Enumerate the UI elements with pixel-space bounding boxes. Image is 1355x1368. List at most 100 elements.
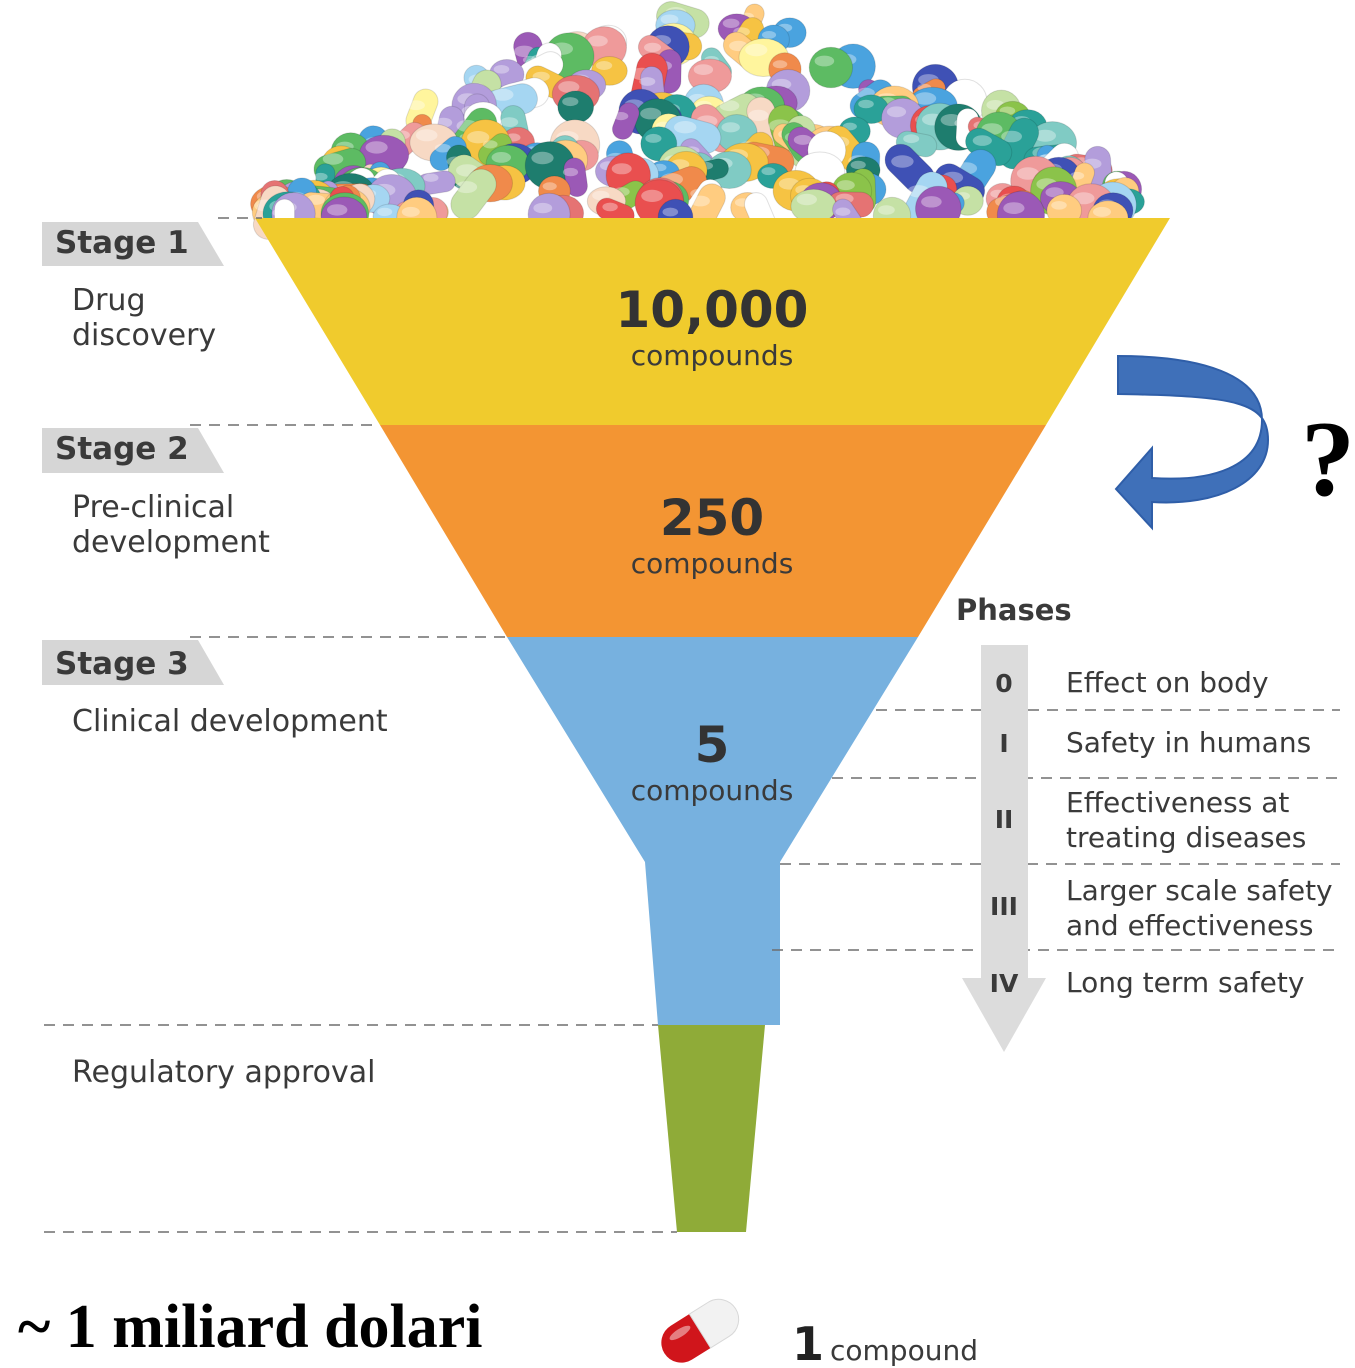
pill-highlight — [407, 100, 425, 111]
pill-highlight — [1016, 167, 1040, 180]
pill-highlight — [533, 202, 553, 214]
pill-highlight — [660, 14, 679, 25]
pill-highlight — [592, 190, 610, 201]
pill-highlight — [1093, 206, 1111, 217]
pill-highlight — [761, 167, 776, 176]
phase-0-number: 0 — [995, 669, 1012, 698]
pill-highlight — [611, 163, 632, 175]
pill-highlight — [850, 160, 866, 170]
phase-2-description-line-2: treating diseases — [1066, 821, 1306, 854]
pill-highlight — [542, 182, 557, 191]
pill-highlight — [719, 100, 740, 112]
stage-1-tag-label: Stage 1 — [55, 225, 189, 261]
pill — [557, 90, 595, 124]
stage-2-description-line-2: development — [72, 525, 270, 560]
stage-3-tag: Stage 3 — [42, 640, 224, 685]
pill-highlight — [1034, 129, 1056, 142]
pill-highlight — [525, 58, 544, 69]
funnel-segment-stage-2 — [380, 425, 1046, 637]
pill-highlight — [272, 208, 287, 217]
pill — [808, 46, 854, 89]
pill-highlight — [640, 107, 662, 120]
pill-highlight — [1051, 201, 1067, 210]
pill-highlight — [482, 140, 498, 149]
phase-4-number: IV — [990, 969, 1019, 998]
funnel-segment-stage-3 — [507, 637, 918, 1025]
phases-down-arrow-icon — [962, 645, 1046, 1052]
phases-title: Phases — [956, 593, 1072, 627]
pill-highlight — [327, 204, 348, 216]
pill-highlight — [878, 205, 895, 215]
pill-highlight — [835, 207, 851, 216]
pill-highlight — [812, 139, 830, 150]
pill — [450, 168, 497, 221]
pill-highlight — [467, 131, 490, 144]
pill-highlight — [641, 189, 663, 202]
pill-highlight — [1003, 202, 1025, 215]
pill-highlight — [1001, 130, 1022, 143]
stage-1-count: 10,000 — [616, 281, 809, 339]
phase-3-description-line-2: and effectiveness — [1066, 909, 1313, 942]
pill — [563, 157, 588, 198]
stage-2-tag-label: Stage 2 — [55, 431, 189, 467]
pill-highlight — [613, 112, 629, 121]
stage-2-count: 250 — [660, 489, 764, 547]
stage-3-description: Clinical development — [72, 704, 388, 739]
phase-3-description-line-1: Larger scale safety — [1066, 874, 1333, 907]
pill-highlight — [761, 31, 777, 39]
question-mark: ? — [1301, 400, 1355, 519]
phase-4-description: Long term safety — [1066, 966, 1304, 999]
pill-highlight — [644, 42, 661, 53]
pill-highlight — [721, 122, 740, 133]
pill-highlight — [772, 60, 788, 69]
pill-highlight — [722, 18, 740, 28]
phase-2-number: II — [995, 805, 1014, 834]
pill-pile-illustration — [250, 1, 1145, 247]
pill-highlight — [693, 64, 714, 75]
funnel-segment-regulatory — [658, 1025, 765, 1232]
cost-label: ~ 1 miliard dolari — [18, 1293, 483, 1361]
phase-1-number: I — [999, 729, 1008, 758]
pill-highlight — [596, 61, 613, 70]
pill-highlight — [801, 158, 824, 171]
pill-highlight — [322, 153, 344, 165]
stage-1-count-unit: compounds — [631, 339, 794, 372]
stage-1-description-line-1: Drug — [72, 283, 146, 318]
funnel-segment-stage-1 — [255, 218, 1170, 425]
capsule-icon — [661, 1298, 740, 1363]
pill-highlight — [954, 118, 970, 128]
pill-highlight — [562, 97, 579, 107]
phase-3-number: III — [990, 892, 1018, 921]
pill-highlight — [886, 106, 907, 118]
pill-highlight — [500, 117, 519, 127]
pill-highlight — [674, 121, 697, 134]
pill-highlight — [1045, 187, 1064, 198]
pill-highlight — [940, 114, 962, 126]
result-count: 1 — [792, 1317, 824, 1368]
regulatory-approval-label: Regulatory approval — [72, 1055, 375, 1090]
pill-highlight — [434, 143, 451, 153]
stage-3-count-unit: compounds — [631, 774, 794, 807]
pill-highlight — [746, 202, 763, 213]
pill-highlight — [587, 35, 608, 47]
pill-highlight — [491, 152, 511, 163]
pill-highlight — [690, 195, 710, 207]
curved-return-arrow-icon — [1114, 354, 1270, 531]
pill-highlight — [423, 173, 439, 182]
pill-highlight — [365, 141, 388, 154]
pill-highlight — [903, 134, 920, 144]
pill-highlight — [491, 88, 514, 101]
pill-highlight — [455, 181, 478, 194]
pill-highlight — [748, 109, 769, 121]
pill-highlight — [313, 172, 328, 181]
stage-2-tag: Stage 2 — [42, 428, 224, 473]
phase-2-description-line-1: Effectiveness at — [1066, 786, 1289, 819]
pill-highlight — [662, 207, 679, 217]
pill-highlight — [836, 180, 855, 191]
pill-highlight — [858, 99, 874, 109]
pill-highlight — [645, 133, 662, 143]
pill-highlight — [796, 193, 817, 206]
pill-highlight — [531, 151, 554, 165]
stage-1-tag: Stage 1 — [42, 222, 224, 266]
